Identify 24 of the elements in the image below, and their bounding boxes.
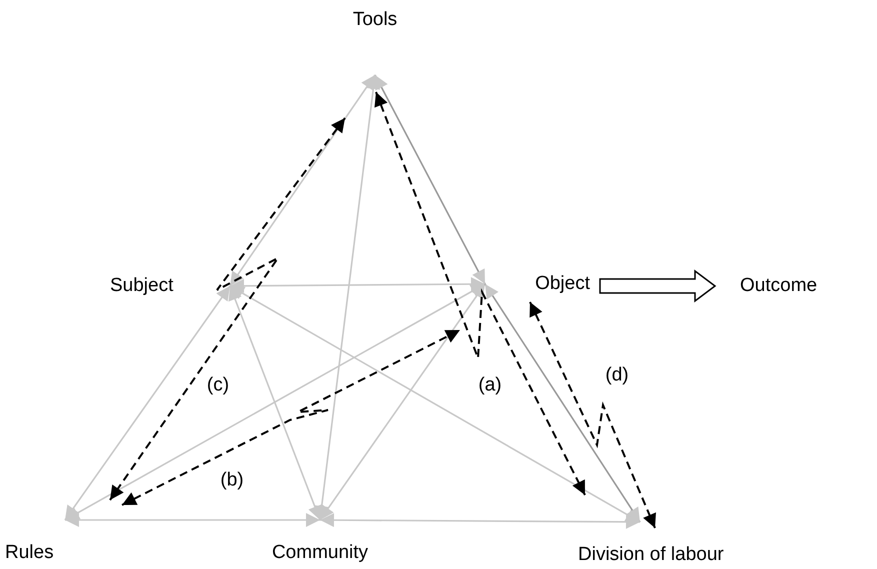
node-label: Community <box>272 541 368 565</box>
arrow <box>65 513 320 527</box>
arrow <box>320 513 640 529</box>
arrow <box>228 286 322 520</box>
arrow <box>64 286 231 520</box>
node-label: Outcome <box>740 274 818 298</box>
block-arrow <box>599 270 716 302</box>
arrow <box>229 74 376 286</box>
arrow <box>484 284 641 522</box>
arrow <box>64 283 486 521</box>
arrow <box>319 284 486 520</box>
dashed-arrow <box>529 302 656 528</box>
node-label: Object <box>535 272 590 296</box>
dashed-arrow <box>374 92 586 496</box>
dashed-arrow <box>109 117 346 501</box>
dashed-arrow <box>122 329 460 506</box>
arrow <box>230 277 485 293</box>
arrow <box>230 285 640 523</box>
node-label: Rules <box>5 541 54 565</box>
node-label: Subject <box>110 274 174 298</box>
arrow <box>374 74 486 284</box>
node-label: Division of labour <box>578 543 724 567</box>
arrow <box>314 74 380 520</box>
node-label: Tools <box>352 8 398 32</box>
